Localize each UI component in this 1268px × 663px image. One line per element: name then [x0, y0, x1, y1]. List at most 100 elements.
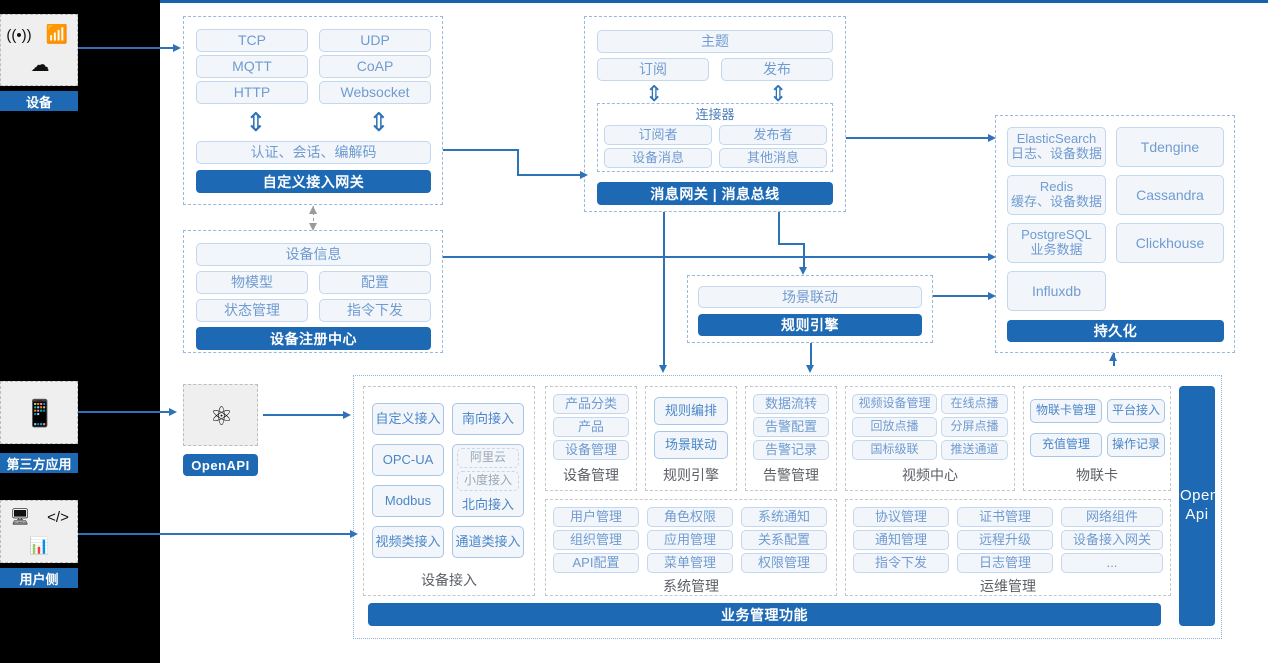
store-redis[interactable]: Redis 缓存、设备数据	[1007, 175, 1106, 215]
ic-card-mgmt[interactable]: 物联卡管理	[1030, 399, 1102, 423]
registry-thing-model[interactable]: 物模型	[196, 271, 308, 294]
access-channel[interactable]: 通道类接入	[452, 526, 524, 558]
vc-online-vod[interactable]: 在线点播	[941, 394, 1008, 414]
access-opcua[interactable]: OPC-UA	[372, 444, 444, 476]
re-rule-orchestration-label: 规则编排	[664, 402, 717, 418]
group-device-management	[545, 386, 637, 491]
rule-scene-linkage[interactable]: 场景联动	[698, 286, 922, 308]
protocol-tcp[interactable]: TCP	[196, 29, 308, 52]
om-log-management[interactable]: 日志管理	[957, 553, 1053, 573]
updown-arrow-left-icon: ⇕	[245, 107, 267, 137]
caption-device-access-label: 设备接入	[421, 572, 477, 588]
ic-operation-log[interactable]: 操作记录	[1107, 433, 1165, 457]
am-alarm-config[interactable]: 告警配置	[753, 417, 829, 437]
store-influxdb[interactable]: Influxdb	[1007, 271, 1106, 311]
protocol-coap[interactable]: CoAP	[319, 55, 431, 78]
ic-operation-log-label: 操作记录	[1111, 437, 1160, 452]
openapi-badge[interactable]: OpenAPI	[183, 454, 258, 476]
re-scene-linkage[interactable]: 场景联动	[654, 431, 728, 459]
access-video[interactable]: 视频类接入	[372, 526, 444, 558]
message-gateway-bar[interactable]: 消息网关 | 消息总线	[597, 182, 833, 205]
line-bus-persistence-arrow-icon	[988, 134, 996, 142]
rule-engine-bar[interactable]: 规则引擎	[698, 314, 922, 336]
sm-menu-management[interactable]: 菜单管理	[647, 553, 733, 573]
connector-container	[597, 103, 833, 172]
ic-recharge-mgmt[interactable]: 充值管理	[1030, 433, 1102, 457]
rule-engine-container	[687, 275, 933, 343]
ic-platform-access[interactable]: 平台接入	[1107, 399, 1165, 423]
store-clickhouse[interactable]: Clickhouse	[1116, 223, 1224, 263]
om-network-component[interactable]: 网络组件	[1061, 507, 1163, 527]
connector-subscriber[interactable]: 订阅者	[604, 125, 712, 145]
dm-product[interactable]: 产品	[553, 417, 629, 437]
re-scene-linkage-label: 场景联动	[664, 436, 717, 452]
access-xiaodu[interactable]: 小度接入	[457, 471, 519, 491]
registry-device-info[interactable]: 设备信息	[196, 243, 431, 266]
om-protocol-management[interactable]: 协议管理	[853, 507, 949, 527]
om-remote-upgrade[interactable]: 远程升级	[957, 530, 1053, 550]
publish-box[interactable]: 发布	[721, 58, 833, 81]
access-northbound-box[interactable]: 北向接入	[452, 444, 524, 517]
dm-device-management[interactable]: 设备管理	[553, 440, 629, 460]
protocol-tcp-label: TCP	[238, 32, 266, 49]
om-notify-management[interactable]: 通知管理	[853, 530, 949, 550]
caption-rule-engine: 规则引擎	[645, 464, 737, 486]
store-elasticsearch[interactable]: ElasticSearch 日志、设备数据	[1007, 127, 1106, 167]
custom-access-gateway-bar[interactable]: 自定义接入网关	[196, 170, 431, 193]
sm-app-management[interactable]: 应用管理	[647, 530, 733, 550]
access-custom[interactable]: 自定义接入	[372, 403, 444, 435]
connector-publisher[interactable]: 发布者	[719, 125, 827, 145]
sm-user-management[interactable]: 用户管理	[553, 507, 639, 527]
dm-product-category[interactable]: 产品分类	[553, 394, 629, 414]
store-postgresql[interactable]: PostgreSQL 业务数据	[1007, 223, 1106, 263]
am-alarm-record[interactable]: 告警记录	[753, 440, 829, 460]
vc-gb-cascade[interactable]: 国标级联	[852, 440, 937, 460]
vc-video-device-mgmt[interactable]: 视频设备管理	[852, 394, 937, 414]
openapi-badge-label: OpenAPI	[191, 457, 250, 473]
protocol-udp[interactable]: UDP	[319, 29, 431, 52]
line-device-gateway-arrow-icon	[173, 44, 181, 52]
line-gateway-bus-v	[517, 149, 519, 175]
protocol-mqtt[interactable]: MQTT	[196, 55, 308, 78]
access-southbound[interactable]: 南向接入	[452, 403, 524, 435]
access-aliyun[interactable]: 阿里云	[457, 448, 519, 468]
topic-box[interactable]: 主题	[597, 30, 833, 53]
vc-playback-vod[interactable]: 回放点播	[852, 417, 937, 437]
om-command-dispatch[interactable]: 指令下发	[853, 553, 949, 573]
om-cert-management[interactable]: 证书管理	[957, 507, 1053, 527]
vc-push-channel[interactable]: 推送通道	[941, 440, 1008, 460]
registry-command-dispatch[interactable]: 指令下发	[319, 299, 431, 322]
sm-api-config[interactable]: API配置	[553, 553, 639, 573]
store-tdengine[interactable]: Tdengine	[1116, 127, 1224, 167]
sm-system-notification[interactable]: 系统通知	[741, 507, 827, 527]
business-management-bar[interactable]: 业务管理功能	[368, 603, 1161, 626]
registry-thing-model-label: 物模型	[231, 274, 273, 291]
am-data-forward[interactable]: 数据流转	[753, 394, 829, 414]
cloud-icon: ☁	[30, 54, 50, 76]
connector-other-message[interactable]: 其他消息	[719, 148, 827, 168]
persistence-bar[interactable]: 持久化	[1007, 320, 1224, 342]
re-rule-orchestration[interactable]: 规则编排	[654, 397, 728, 425]
group-rule-engine	[645, 386, 737, 491]
subscribe-box[interactable]: 订阅	[597, 58, 709, 81]
sm-permission-management[interactable]: 权限管理	[741, 553, 827, 573]
gateway-middle-box[interactable]: 认证、会话、编解码	[196, 141, 431, 164]
device-registry-bar[interactable]: 设备注册中心	[196, 327, 431, 350]
protocol-websocket[interactable]: Websocket	[319, 81, 431, 104]
connector-device-message[interactable]: 设备消息	[604, 148, 712, 168]
open-api-side-bar[interactable]: Open Api	[1179, 386, 1218, 626]
store-cassandra[interactable]: Cassandra	[1116, 175, 1224, 215]
om-device-access-gateway[interactable]: 设备接入网关	[1061, 530, 1163, 550]
access-modbus[interactable]: Modbus	[372, 485, 444, 517]
registry-config[interactable]: 配置	[319, 271, 431, 294]
registry-state-mgmt[interactable]: 状态管理	[196, 299, 308, 322]
om-more[interactable]: ...	[1061, 553, 1163, 573]
protocol-http[interactable]: HTTP	[196, 81, 308, 104]
sm-org-management[interactable]: 组织管理	[553, 530, 639, 550]
vc-split-screen-vod[interactable]: 分屏点播	[941, 417, 1008, 437]
sm-relation-config[interactable]: 关系配置	[741, 530, 827, 550]
caption-ops-management: 运维管理	[845, 575, 1171, 597]
sm-relation-config-label: 关系配置	[757, 531, 810, 547]
sm-role-permission[interactable]: 角色权限	[647, 507, 733, 527]
access-xiaodu-label: 小度接入	[463, 473, 512, 488]
